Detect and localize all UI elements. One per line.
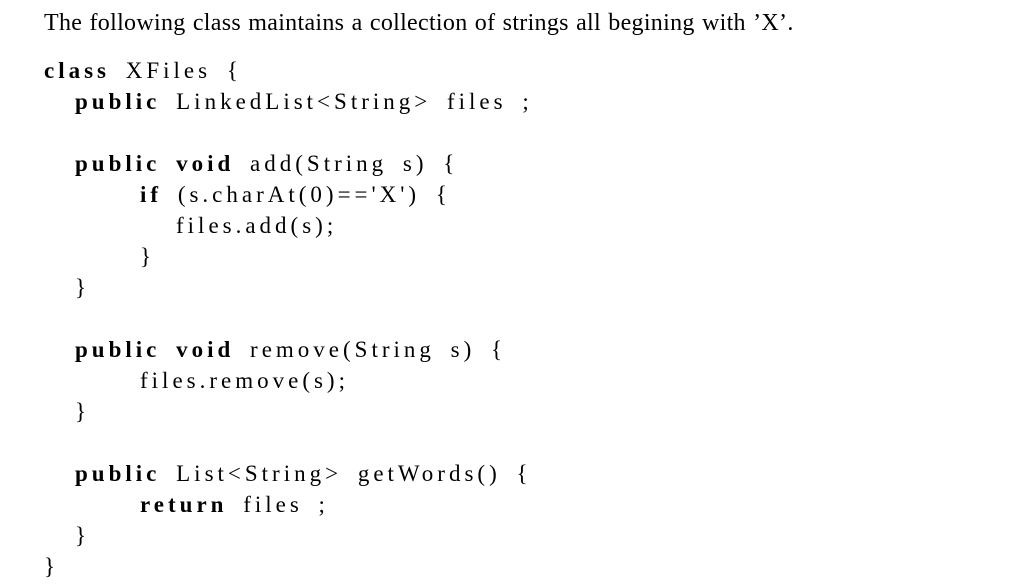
code-line: if (s.charAt(0)=='X') { [140,179,1024,210]
code-line: } [75,272,1024,303]
code-text: remove(String s) { [234,337,507,362]
code-text: files ; [227,492,329,517]
code-text: } [44,554,60,579]
code-text: files.add(s); [176,213,338,238]
code-line: public void add(String s) { [75,148,1024,179]
code-text: } [140,244,156,269]
code-text: files.remove(s); [140,368,349,393]
code-line: } [75,396,1024,427]
code-line: } [44,551,1024,582]
code-line: files.add(s); [176,210,1024,241]
code-text: XFiles { [110,58,242,83]
code-text: } [75,399,91,424]
code-line: } [140,241,1024,272]
code-line: files.remove(s); [140,365,1024,396]
code-line: public List<String> getWords() { [75,458,1024,489]
code-text: List<String> getWords() { [160,461,532,486]
code-text: } [75,275,91,300]
code-line: public LinkedList<String> files ; [75,86,1024,117]
code-text: } [75,523,91,548]
code-keyword: if [140,182,163,207]
code-line: class XFiles { [44,55,1024,86]
intro-text: The following class maintains a collecti… [44,10,794,36]
code-line [44,303,1024,334]
code-text: LinkedList<String> files ; [160,89,533,114]
code-keyword: return [140,492,228,517]
code-keyword: public void [75,337,235,362]
code-block: class XFiles {public LinkedList<String> … [44,55,1024,582]
code-keyword: public [75,461,161,486]
code-text: (s.charAt(0)=='X') { [162,182,451,207]
code-text: add(String s) { [234,151,459,176]
code-line [44,117,1024,148]
code-line: } [75,520,1024,551]
code-line [44,427,1024,458]
code-keyword: public void [75,151,235,176]
code-line: public void remove(String s) { [75,334,1024,365]
code-keyword: public [75,89,161,114]
code-keyword: class [44,58,110,83]
code-line: return files ; [140,489,1024,520]
